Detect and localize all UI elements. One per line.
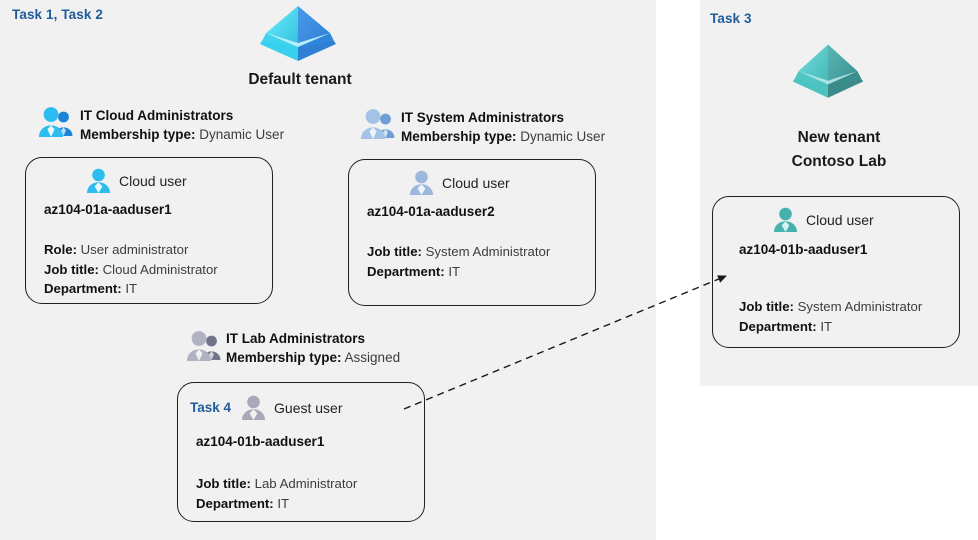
group-users-icon-it-cloud-administrators (38, 106, 76, 138)
group-users-icon-it-system-administrators (360, 108, 398, 140)
group-name: IT System Administrators (401, 110, 565, 125)
card-head: Cloud user (772, 206, 874, 233)
azure-ad-pyramid-icon-default-tenant (258, 3, 338, 67)
new-tenant-title-line2: Contoso Lab (791, 153, 887, 170)
user-type-label: Cloud user (442, 174, 510, 191)
card-username: az104-01b-aaduser1 (739, 242, 868, 257)
user-type-label: Guest user (274, 399, 343, 416)
user-card-az104-01a-aaduser2[interactable]: Cloud user az104-01a-aaduser2 Job title:… (348, 159, 596, 306)
azure-ad-pyramid-icon-new-tenant (790, 40, 866, 106)
card-attributes: Job title: System Administrator Departme… (739, 297, 922, 336)
user-type-label: Cloud user (119, 172, 187, 189)
card-attributes: Job title: System Administrator Departme… (367, 242, 550, 281)
group-membership-value: Dynamic User (520, 129, 606, 144)
card-attributes: Job title: Lab Administrator Department:… (196, 474, 357, 513)
user-card-az104-01b-aaduser1-cloud[interactable]: Cloud user az104-01b-aaduser1 Job title:… (712, 196, 960, 348)
guest-user-icon (240, 394, 267, 421)
cloud-user-icon (408, 169, 435, 196)
group-name: IT Lab Administrators (226, 331, 366, 346)
card-head: Cloud user (85, 167, 187, 194)
group-users-icon-it-lab-administrators (186, 330, 224, 362)
card-head: Cloud user (408, 169, 510, 196)
group-membership: Membership type: Dynamic User (401, 127, 605, 147)
card-attr-job-title: Job title: Lab Administrator (196, 476, 358, 491)
card-username: az104-01a-aaduser2 (367, 204, 495, 219)
card-username: az104-01b-aaduser1 (196, 434, 325, 449)
card-attributes: Role: User administrator Job title: Clou… (44, 240, 218, 299)
group-membership-value: Dynamic User (199, 127, 285, 142)
group-heading-it-system-administrators: IT System Administrators Membership type… (401, 108, 605, 147)
new-tenant-title-line1: New tenant (797, 129, 881, 146)
default-tenant-title: Default tenant (248, 71, 352, 88)
card-attr-role: Role: User administrator (44, 242, 189, 257)
new-tenant-title: New tenant Contoso Lab (700, 126, 978, 174)
group-heading-it-lab-administrators: IT Lab Administrators Membership type: A… (226, 329, 400, 368)
cloud-user-icon (85, 167, 112, 194)
user-card-az104-01a-aaduser1[interactable]: Cloud user az104-01a-aaduser1 Role: User… (25, 157, 273, 304)
group-membership-label: Membership type: (401, 129, 517, 144)
group-membership: Membership type: Assigned (226, 348, 400, 368)
group-heading-it-cloud-administrators: IT Cloud Administrators Membership type:… (80, 106, 284, 145)
card-attr-job-title: Job title: Cloud Administrator (44, 261, 218, 277)
group-membership: Membership type: Dynamic User (80, 125, 284, 145)
card-task-label: Task 4 (190, 400, 232, 415)
group-membership-label: Membership type: (226, 350, 342, 365)
card-username: az104-01a-aaduser1 (44, 202, 172, 217)
card-attr-department: Department: IT (367, 263, 461, 279)
cloud-user-icon (772, 206, 799, 233)
card-attr-job-title: Job title: System Administrator (739, 299, 923, 314)
task-label-1-2: Task 1, Task 2 (12, 7, 103, 22)
card-attr-job-title: Job title: System Administrator (367, 244, 551, 259)
user-type-label: Cloud user (806, 211, 874, 228)
group-name: IT Cloud Administrators (80, 108, 234, 123)
user-card-az104-01b-aaduser1-guest[interactable]: Task 4 Guest user az104-01b-aaduser1 Job… (177, 382, 425, 522)
group-membership-value: Assigned (344, 350, 401, 365)
card-attr-department: Department: IT (739, 318, 833, 334)
card-attr-department: Department: IT (196, 495, 290, 511)
card-attr-department: Department: IT (44, 281, 138, 296)
task-label-3: Task 3 (710, 11, 752, 26)
group-membership-label: Membership type: (80, 127, 196, 142)
card-head: Task 4 Guest user (190, 394, 343, 421)
